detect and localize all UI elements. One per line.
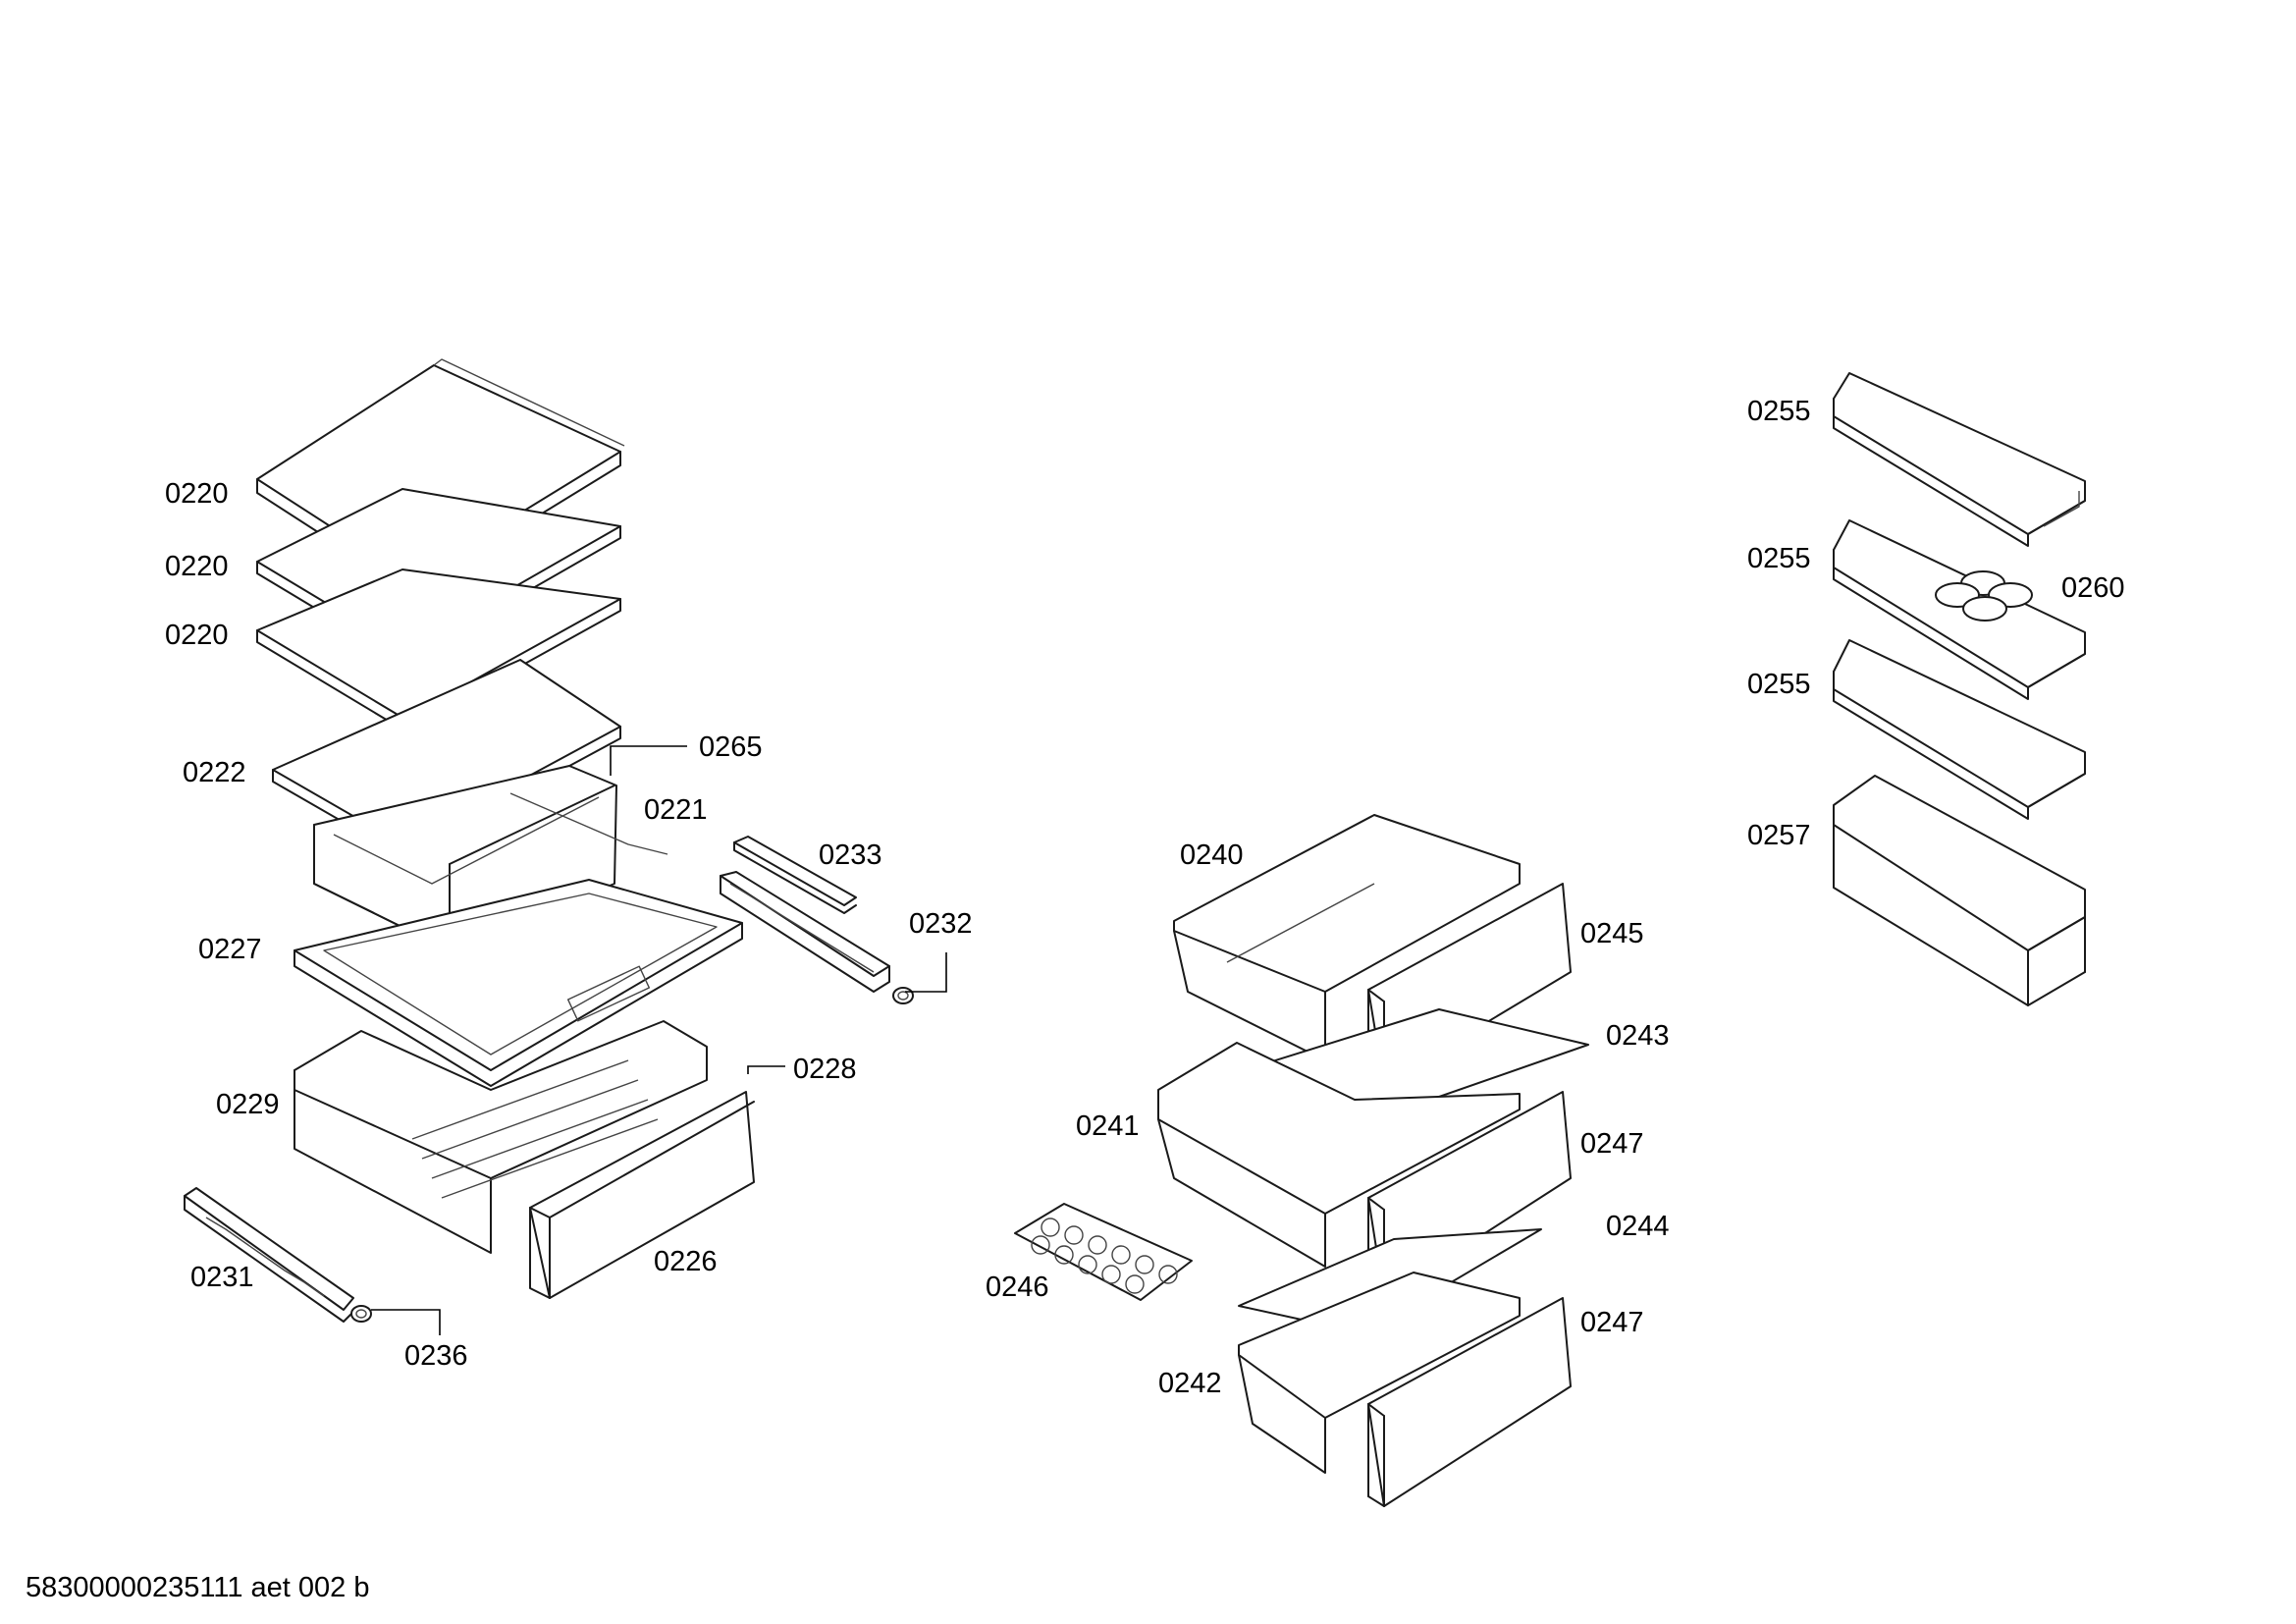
part-label-0227: 0227 (198, 934, 262, 965)
part-label-0231: 0231 (190, 1262, 254, 1293)
part-label-0265: 0265 (699, 731, 763, 763)
door-balcony-0255-lower (1833, 639, 2086, 820)
drawer-front-0226 (529, 1091, 755, 1299)
drawer-0241 (1157, 1042, 1521, 1268)
part-label-0242: 0242 (1158, 1368, 1222, 1399)
knob-0236 (350, 1305, 372, 1323)
freezer-drawer-0229 (294, 1020, 708, 1254)
part-label-0233: 0233 (819, 839, 882, 871)
part-label-0247-upper: 0247 (1580, 1128, 1644, 1160)
part-label-0240: 0240 (1180, 839, 1244, 871)
part-label-0232: 0232 (909, 908, 973, 940)
drawer-0242 (1238, 1272, 1521, 1474)
drawer-0240 (1173, 814, 1521, 1061)
knob-0232 (892, 987, 914, 1004)
document-code: 58300000235111 aet 002 b (26, 1572, 370, 1603)
part-label-0241: 0241 (1076, 1110, 1140, 1142)
part-label-0246: 0246 (986, 1272, 1049, 1303)
door-balcony-0255-top (1833, 372, 2086, 547)
rail-0233 (733, 836, 857, 914)
part-label-0221: 0221 (644, 794, 708, 826)
part-label-0226: 0226 (654, 1246, 718, 1277)
rail-0232 (720, 871, 890, 993)
part-label-0229: 0229 (216, 1089, 280, 1120)
part-label-0222: 0222 (183, 757, 246, 788)
rail-0231 (184, 1187, 354, 1323)
leader-lines (371, 745, 947, 1335)
part-label-0220-lower: 0220 (165, 620, 229, 651)
part-label-0236: 0236 (404, 1340, 468, 1372)
part-label-0245: 0245 (1580, 918, 1644, 949)
part-label-0255-middle: 0255 (1747, 543, 1811, 574)
door-balcony-0257 (1833, 775, 2086, 1006)
egg-holder-0260 (1935, 570, 2033, 622)
part-label-0247-lower: 0247 (1580, 1307, 1644, 1338)
part-label-0220-top: 0220 (165, 478, 229, 510)
part-label-0255-lower: 0255 (1747, 669, 1811, 700)
shelf-frame-0227 (294, 879, 743, 1087)
part-label-0244: 0244 (1606, 1211, 1670, 1242)
part-label-0260: 0260 (2061, 572, 2125, 604)
drawer-front-0247-lower (1367, 1297, 1572, 1507)
egg-tray-0246 (1014, 1203, 1193, 1301)
part-label-0220-middle: 0220 (165, 551, 229, 582)
part-label-0257: 0257 (1747, 820, 1811, 851)
part-label-0255-top: 0255 (1747, 396, 1811, 427)
part-label-0228: 0228 (793, 1054, 857, 1085)
part-label-0243: 0243 (1606, 1020, 1670, 1052)
